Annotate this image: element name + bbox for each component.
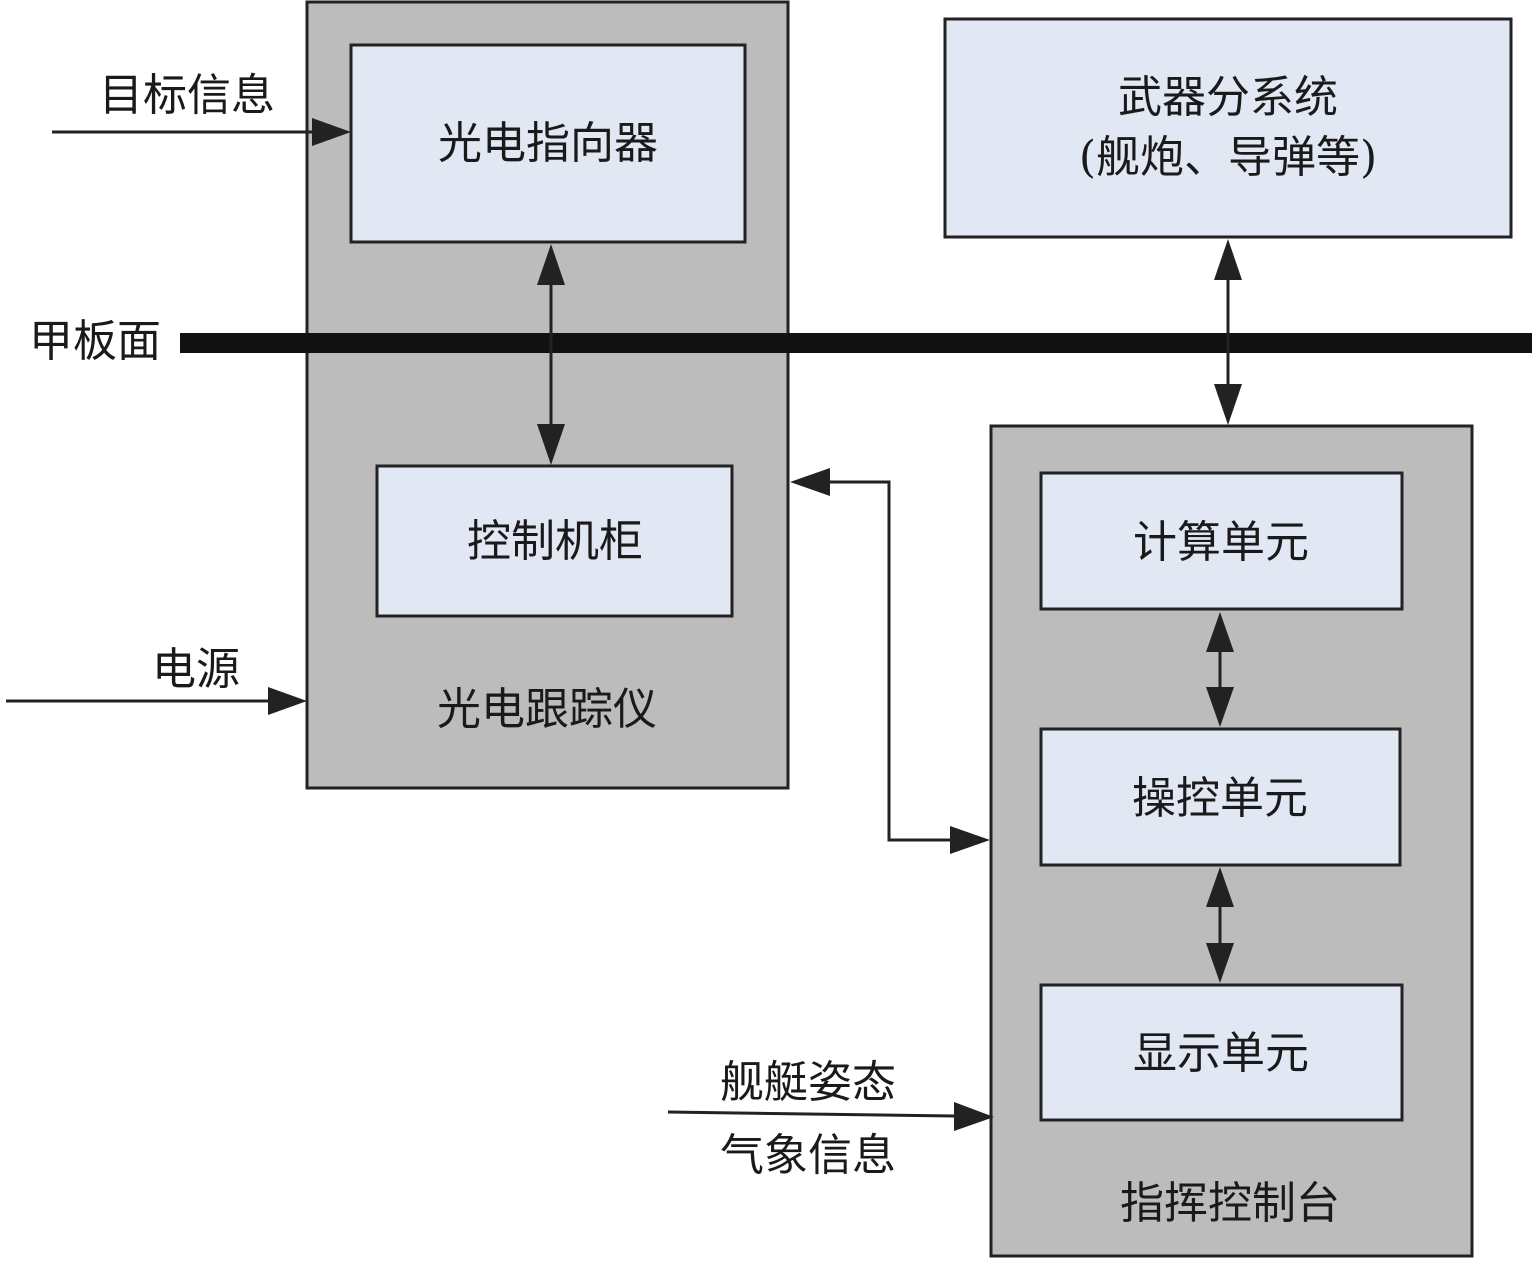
display-label: 显示单元: [1133, 1028, 1309, 1079]
operate-label: 操控单元: [1132, 773, 1308, 824]
operate-display-arrowhead-up: [1206, 867, 1234, 907]
compute-operate-arrowhead-up: [1206, 612, 1234, 652]
ship-weather-arrowhead: [954, 1102, 994, 1131]
compute-label: 计算单元: [1133, 517, 1309, 568]
director-box: [349, 43, 747, 244]
target-info-arrowhead: [312, 118, 351, 146]
weapon-console-arrowhead-down: [1214, 384, 1242, 425]
power-label: 电源: [152, 644, 240, 695]
power-arrowhead: [268, 687, 307, 715]
director-cabinet-arrowhead-up: [537, 244, 565, 285]
weapon-label-line1: 武器分系统: [1118, 72, 1338, 123]
compute-operate-arrowhead-down: [1206, 687, 1234, 727]
compute-box: [1039, 471, 1404, 611]
target-info-label: 目标信息: [99, 70, 275, 121]
tracker-console-arrowhead-left: [790, 468, 830, 496]
console-label: 指挥控制台: [1120, 1178, 1340, 1229]
weapon-console-arrowhead-up: [1214, 239, 1242, 280]
operate-display-arrowhead-down: [1206, 943, 1234, 983]
tracker-label: 光电跟踪仪: [437, 684, 657, 735]
director-cabinet-arrowhead-down: [537, 424, 565, 465]
ship-weather-arrow-line: [667, 1110, 955, 1118]
tracker-console-arrowhead-right: [950, 826, 990, 854]
weapon-label-line2: (舰炮、导弹等): [1079, 132, 1377, 183]
weather-info-label: 气象信息: [720, 1130, 896, 1181]
director-label: 光电指向器: [438, 118, 658, 169]
tracker-console-link-line: [830, 480, 950, 842]
deck-line: [180, 333, 1532, 353]
ship-attitude-label: 舰艇姿态: [720, 1057, 896, 1108]
display-box: [1039, 983, 1404, 1122]
operate-box: [1039, 727, 1402, 867]
deck-label: 甲板面: [29, 316, 161, 367]
weapon-box: [943, 17, 1513, 239]
cabinet-label: 控制机柜: [467, 516, 643, 567]
cabinet-box: [375, 464, 734, 618]
